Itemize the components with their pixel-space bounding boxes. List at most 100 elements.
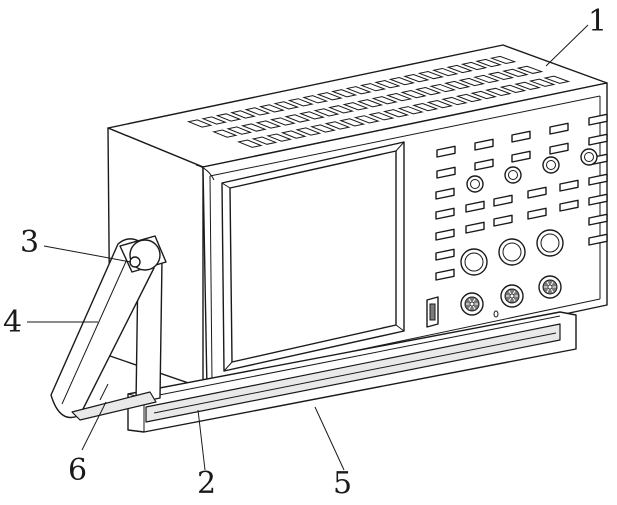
vent-slot xyxy=(484,87,512,97)
vent-slot xyxy=(339,118,366,127)
leader-lines xyxy=(27,24,589,471)
vent-slot xyxy=(514,81,542,90)
callout-6: 6 xyxy=(68,453,87,488)
callout-5: 5 xyxy=(333,466,352,500)
vent-slot xyxy=(443,80,471,90)
vent-slot xyxy=(353,115,380,124)
vent-slot xyxy=(403,73,430,83)
vent-slot xyxy=(516,65,544,74)
bnc-connectors xyxy=(460,275,562,316)
vent-slot xyxy=(470,90,498,100)
panel-button xyxy=(435,207,455,220)
vent-slot xyxy=(255,120,282,129)
small-knob xyxy=(542,156,560,174)
panel-button xyxy=(511,150,531,163)
small-knob xyxy=(466,175,484,193)
panel-button xyxy=(435,228,455,241)
vent-slot xyxy=(186,119,213,128)
vent-slot xyxy=(441,96,468,106)
vent-slot xyxy=(426,99,454,109)
port-slot xyxy=(426,296,439,328)
vent-slot xyxy=(400,90,427,99)
port-slot-opening xyxy=(429,303,436,321)
vent-slot xyxy=(266,133,293,142)
vent-slot xyxy=(431,67,459,77)
vent-slot xyxy=(287,98,314,107)
bnc-connector-center xyxy=(469,301,475,307)
large-knob-cap xyxy=(464,252,484,272)
small-knob-cap xyxy=(470,179,480,189)
vent-slot xyxy=(215,113,242,122)
screen-bevel xyxy=(221,141,405,372)
base-frame-top-edge xyxy=(143,315,561,399)
panel-button xyxy=(549,122,569,135)
control-knobs xyxy=(460,148,598,276)
vent-slot xyxy=(446,64,474,74)
panel-button xyxy=(527,207,547,220)
callout-2: 2 xyxy=(197,466,216,500)
panel-button xyxy=(588,113,608,126)
panel-button xyxy=(465,221,485,234)
arm-foot-edge xyxy=(99,383,109,401)
leader-6 xyxy=(81,401,107,451)
vent-slot xyxy=(309,124,337,133)
vent-slot xyxy=(374,80,401,89)
base-frame-groove xyxy=(153,332,557,414)
screen-inner xyxy=(229,150,397,363)
vent-slot xyxy=(368,112,395,121)
vent-slot xyxy=(499,84,527,93)
vent-slot xyxy=(397,106,424,115)
panel-button xyxy=(559,199,579,212)
vent-slot xyxy=(475,58,502,68)
panel-button xyxy=(559,179,579,192)
bezel-rim-left xyxy=(209,175,213,382)
leader-1 xyxy=(545,24,589,67)
vent-slot xyxy=(385,93,413,102)
bnc-connector-center xyxy=(547,284,553,290)
arm-ridge xyxy=(61,256,129,405)
vent-slot xyxy=(460,61,488,71)
vent-slot xyxy=(295,127,322,136)
vent-slot xyxy=(273,101,300,110)
leader-2 xyxy=(197,409,206,471)
panel-button xyxy=(549,142,569,155)
panel-button xyxy=(474,158,494,171)
panel-button xyxy=(474,138,494,151)
panel-button xyxy=(588,213,608,226)
large-knob-cap xyxy=(540,233,560,253)
callout-labels: 1 3 4 6 2 5 xyxy=(3,4,607,501)
large-knob-cap xyxy=(502,242,522,262)
vent-slot xyxy=(236,139,263,148)
callout-3: 3 xyxy=(20,225,39,260)
vent-slot xyxy=(280,130,307,139)
base-frame xyxy=(127,259,577,433)
vent-slot xyxy=(327,105,355,114)
vent-slot xyxy=(472,74,500,84)
vent-slot xyxy=(230,110,256,119)
bnc-connector-center xyxy=(509,293,515,299)
panel-button xyxy=(588,193,608,206)
vent-slot xyxy=(528,78,556,87)
vent-slot xyxy=(324,121,351,130)
vent-slot xyxy=(258,104,285,113)
bezel-corner xyxy=(195,164,215,181)
vent-slots xyxy=(186,55,571,148)
panel-button xyxy=(436,145,456,158)
vent-slot xyxy=(359,83,387,92)
vent-slot xyxy=(302,95,329,104)
vent-slot xyxy=(331,89,358,98)
vent-slot xyxy=(226,126,253,135)
panel-button xyxy=(436,166,456,179)
panel-button xyxy=(435,187,455,200)
hinge-pin xyxy=(129,256,141,268)
vent-slot xyxy=(345,86,372,95)
callout-4: 4 xyxy=(3,305,22,340)
vent-slot xyxy=(269,117,296,126)
small-knob xyxy=(580,148,598,166)
vent-slot xyxy=(429,83,457,93)
panel-button xyxy=(511,130,531,143)
panel-button xyxy=(435,268,455,281)
leader-5 xyxy=(314,406,345,471)
